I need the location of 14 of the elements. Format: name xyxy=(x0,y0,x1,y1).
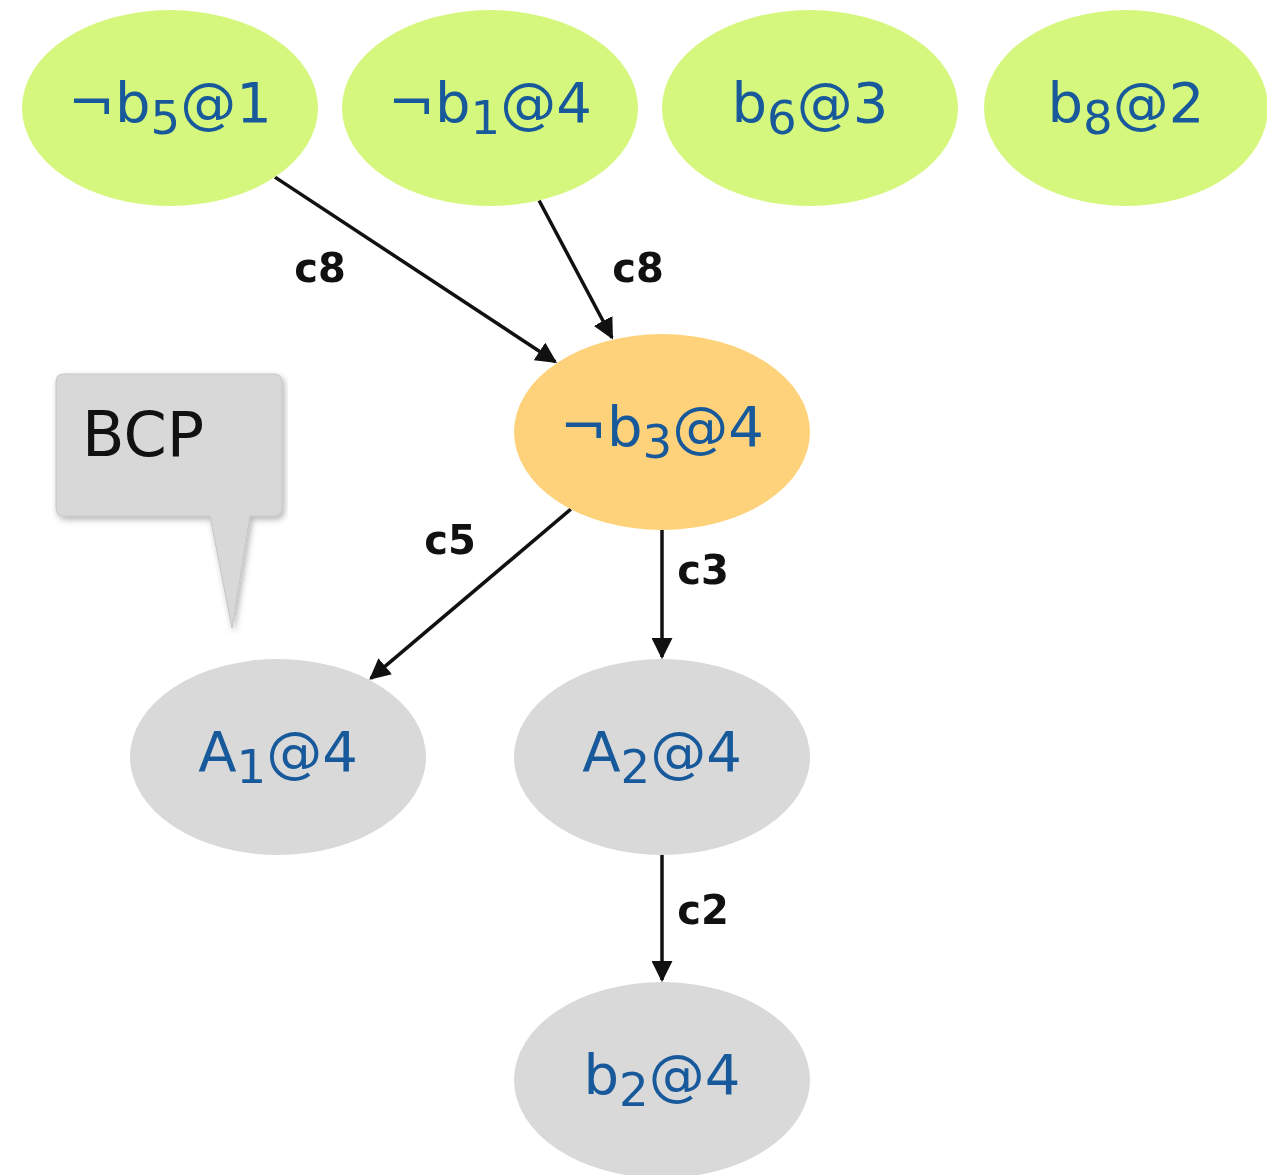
arrow xyxy=(651,530,673,660)
literal-ellipse: A$_{2}$@4 xyxy=(514,659,810,855)
literal-ellipse: A$_{1}$@4 xyxy=(130,659,426,855)
literal-ellipse: ¬b$_{1}$@4 xyxy=(342,10,638,206)
arrow xyxy=(651,855,673,983)
literal-ellipse: ¬b$_{3}$@4 xyxy=(514,334,810,530)
literal-ellipse: b$_{8}$@2 xyxy=(984,10,1267,206)
callout-text: BCP xyxy=(82,398,205,471)
arrow xyxy=(369,507,572,680)
literal-ellipse: ¬b$_{5}$@1 xyxy=(22,10,318,206)
literal-ellipse: b$_{2}$@4 xyxy=(514,982,810,1175)
literal-ellipse: b$_{6}$@3 xyxy=(662,10,958,206)
arrow xyxy=(273,175,558,364)
arrow xyxy=(537,199,614,340)
